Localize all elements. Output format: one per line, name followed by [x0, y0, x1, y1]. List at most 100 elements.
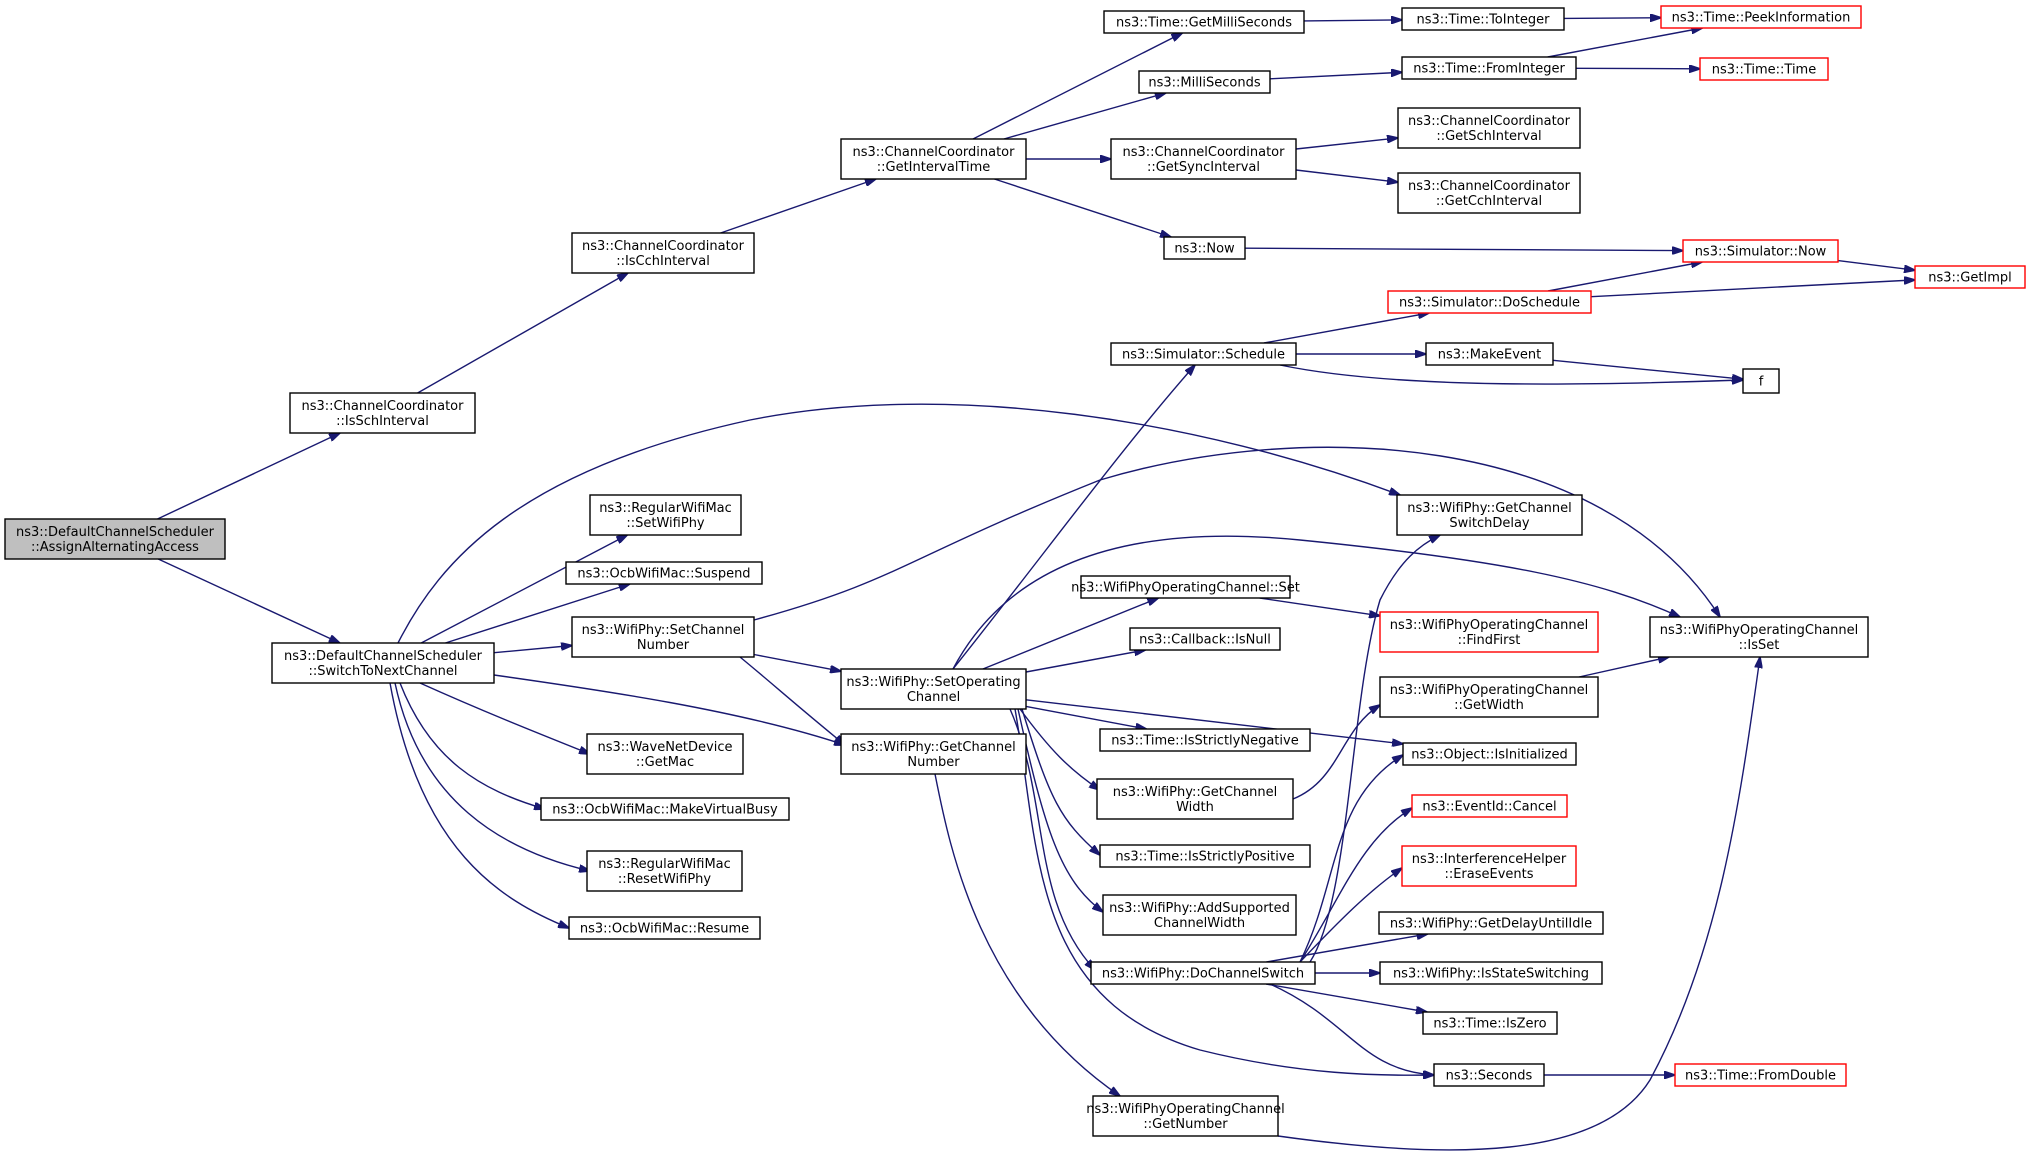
node-box[interactable] — [1433, 1063, 1545, 1087]
node-opGetWidth[interactable]: ns3::WifiPhyOperatingChannel::GetWidth — [1379, 676, 1599, 718]
node-box[interactable] — [1649, 616, 1869, 658]
node-box[interactable] — [840, 138, 1027, 180]
node-now[interactable]: ns3::Now — [1163, 236, 1246, 260]
node-getMac[interactable]: ns3::WaveNetDevice::GetMac — [586, 733, 744, 775]
node-getSync[interactable]: ns3::ChannelCoordinator::GetSyncInterval — [1110, 138, 1297, 180]
node-resume[interactable]: ns3::OcbWifiMac::Resume — [568, 916, 761, 940]
node-getMilli[interactable]: ns3::Time::GetMilliSeconds — [1103, 10, 1305, 34]
node-box[interactable] — [1401, 56, 1577, 80]
node-getCch[interactable]: ns3::ChannelCoordinator::GetCchInterval — [1397, 172, 1581, 214]
node-box[interactable] — [565, 561, 763, 585]
node-box[interactable] — [289, 392, 476, 434]
node-box[interactable] — [4, 518, 226, 560]
node-box[interactable] — [1096, 778, 1294, 820]
node-box[interactable] — [1402, 742, 1577, 766]
node-makeBusy[interactable]: ns3::OcbWifiMac::MakeVirtualBusy — [540, 797, 790, 821]
node-seconds[interactable]: ns3::Seconds — [1433, 1063, 1545, 1087]
node-box[interactable] — [1396, 494, 1583, 536]
node-box[interactable] — [840, 668, 1027, 710]
node-setWifiPhy[interactable]: ns3::RegularWifiMac::SetWifiPhy — [589, 494, 742, 536]
node-box[interactable] — [1425, 342, 1554, 366]
node-isZero[interactable]: ns3::Time::IsZero — [1422, 1011, 1558, 1035]
node-box[interactable] — [568, 916, 761, 940]
node-box[interactable] — [589, 494, 742, 536]
node-box[interactable] — [1378, 911, 1604, 935]
node-getInterval[interactable]: ns3::ChannelCoordinator::GetIntervalTime — [840, 138, 1027, 180]
node-isSet[interactable]: ns3::WifiPhyOperatingChannel::IsSet — [1649, 616, 1869, 658]
node-box[interactable] — [1110, 342, 1297, 366]
node-box[interactable] — [1914, 265, 2026, 289]
node-box[interactable] — [571, 616, 755, 658]
node-getSch[interactable]: ns3::ChannelCoordinator::GetSchInterval — [1397, 107, 1581, 149]
node-fromDouble[interactable]: ns3::Time::FromDouble — [1674, 1063, 1847, 1087]
node-box[interactable] — [1742, 368, 1780, 394]
node-box[interactable] — [1660, 5, 1862, 29]
node-toInt[interactable]: ns3::Time::ToInteger — [1401, 7, 1565, 31]
node-isInit[interactable]: ns3::Object::IsInitialized — [1402, 742, 1577, 766]
node-box[interactable] — [1699, 57, 1829, 81]
node-box[interactable] — [586, 850, 743, 892]
node-switchNext[interactable]: ns3::DefaultChannelScheduler::SwitchToNe… — [271, 642, 495, 684]
node-isCch[interactable]: ns3::ChannelCoordinator::IsCchInterval — [571, 232, 755, 274]
node-box[interactable] — [1422, 1011, 1558, 1035]
node-box[interactable] — [571, 232, 755, 274]
node-f[interactable]: f — [1742, 368, 1780, 394]
node-strictNeg[interactable]: ns3::Time::IsStrictlyNegative — [1099, 728, 1311, 752]
node-box[interactable] — [271, 642, 495, 684]
node-box[interactable] — [1103, 10, 1305, 34]
node-box[interactable] — [1099, 844, 1311, 868]
node-box[interactable] — [1401, 7, 1565, 31]
node-timeCtor[interactable]: ns3::Time::Time — [1699, 57, 1829, 81]
node-box[interactable] — [1387, 290, 1592, 314]
node-box[interactable] — [1682, 239, 1839, 263]
node-box[interactable] — [1163, 236, 1246, 260]
node-isSwitching[interactable]: ns3::WifiPhy::IsStateSwitching — [1379, 961, 1603, 985]
node-box[interactable] — [1674, 1063, 1847, 1087]
node-box[interactable] — [1379, 676, 1599, 718]
node-doSchedule[interactable]: ns3::Simulator::DoSchedule — [1387, 290, 1592, 314]
node-schedule[interactable]: ns3::Simulator::Schedule — [1110, 342, 1297, 366]
node-box[interactable] — [1379, 961, 1603, 985]
node-resetPhy[interactable]: ns3::RegularWifiMac::ResetWifiPhy — [586, 850, 743, 892]
node-box[interactable] — [1411, 794, 1568, 818]
node-root[interactable]: ns3::DefaultChannelScheduler::AssignAlte… — [4, 518, 226, 560]
node-simNow[interactable]: ns3::Simulator::Now — [1682, 239, 1839, 263]
node-erase[interactable]: ns3::InterferenceHelper::EraseEvents — [1401, 845, 1577, 887]
node-isNull[interactable]: ns3::Callback::IsNull — [1129, 627, 1281, 651]
node-delayIdle[interactable]: ns3::WifiPhy::GetDelayUntilIdle — [1378, 911, 1604, 935]
node-box[interactable] — [1092, 1095, 1279, 1137]
node-box[interactable] — [540, 797, 790, 821]
node-box[interactable] — [840, 733, 1027, 775]
node-box[interactable] — [1379, 611, 1599, 653]
node-isSch[interactable]: ns3::ChannelCoordinator::IsSchInterval — [289, 392, 476, 434]
node-box[interactable] — [1110, 138, 1297, 180]
node-strictPos[interactable]: ns3::Time::IsStrictlyPositive — [1099, 844, 1311, 868]
node-box[interactable] — [1397, 107, 1581, 149]
node-box[interactable] — [1138, 70, 1271, 94]
node-findFirst[interactable]: ns3::WifiPhyOperatingChannel::FindFirst — [1379, 611, 1599, 653]
node-box[interactable] — [1397, 172, 1581, 214]
node-getImpl[interactable]: ns3::GetImpl — [1914, 265, 2026, 289]
node-box[interactable] — [1102, 894, 1297, 936]
node-box[interactable] — [1099, 728, 1311, 752]
node-fromInt[interactable]: ns3::Time::FromInteger — [1401, 56, 1577, 80]
node-peek[interactable]: ns3::Time::PeekInformation — [1660, 5, 1862, 29]
node-cancel[interactable]: ns3::EventId::Cancel — [1411, 794, 1568, 818]
node-suspend[interactable]: ns3::OcbWifiMac::Suspend — [565, 561, 763, 585]
node-milli[interactable]: ns3::MilliSeconds — [1138, 70, 1271, 94]
node-box[interactable] — [1401, 845, 1577, 887]
node-box[interactable] — [1129, 627, 1281, 651]
node-box[interactable] — [1080, 575, 1291, 599]
node-opGetNumber[interactable]: ns3::WifiPhyOperatingChannel::GetNumber — [1086, 1095, 1285, 1137]
node-makeEvent[interactable]: ns3::MakeEvent — [1425, 342, 1554, 366]
node-opSet[interactable]: ns3::WifiPhyOperatingChannel::Set — [1071, 575, 1300, 599]
node-doSwitch[interactable]: ns3::WifiPhy::DoChannelSwitch — [1090, 961, 1316, 985]
node-box[interactable] — [586, 733, 744, 775]
node-box[interactable] — [1090, 961, 1316, 985]
